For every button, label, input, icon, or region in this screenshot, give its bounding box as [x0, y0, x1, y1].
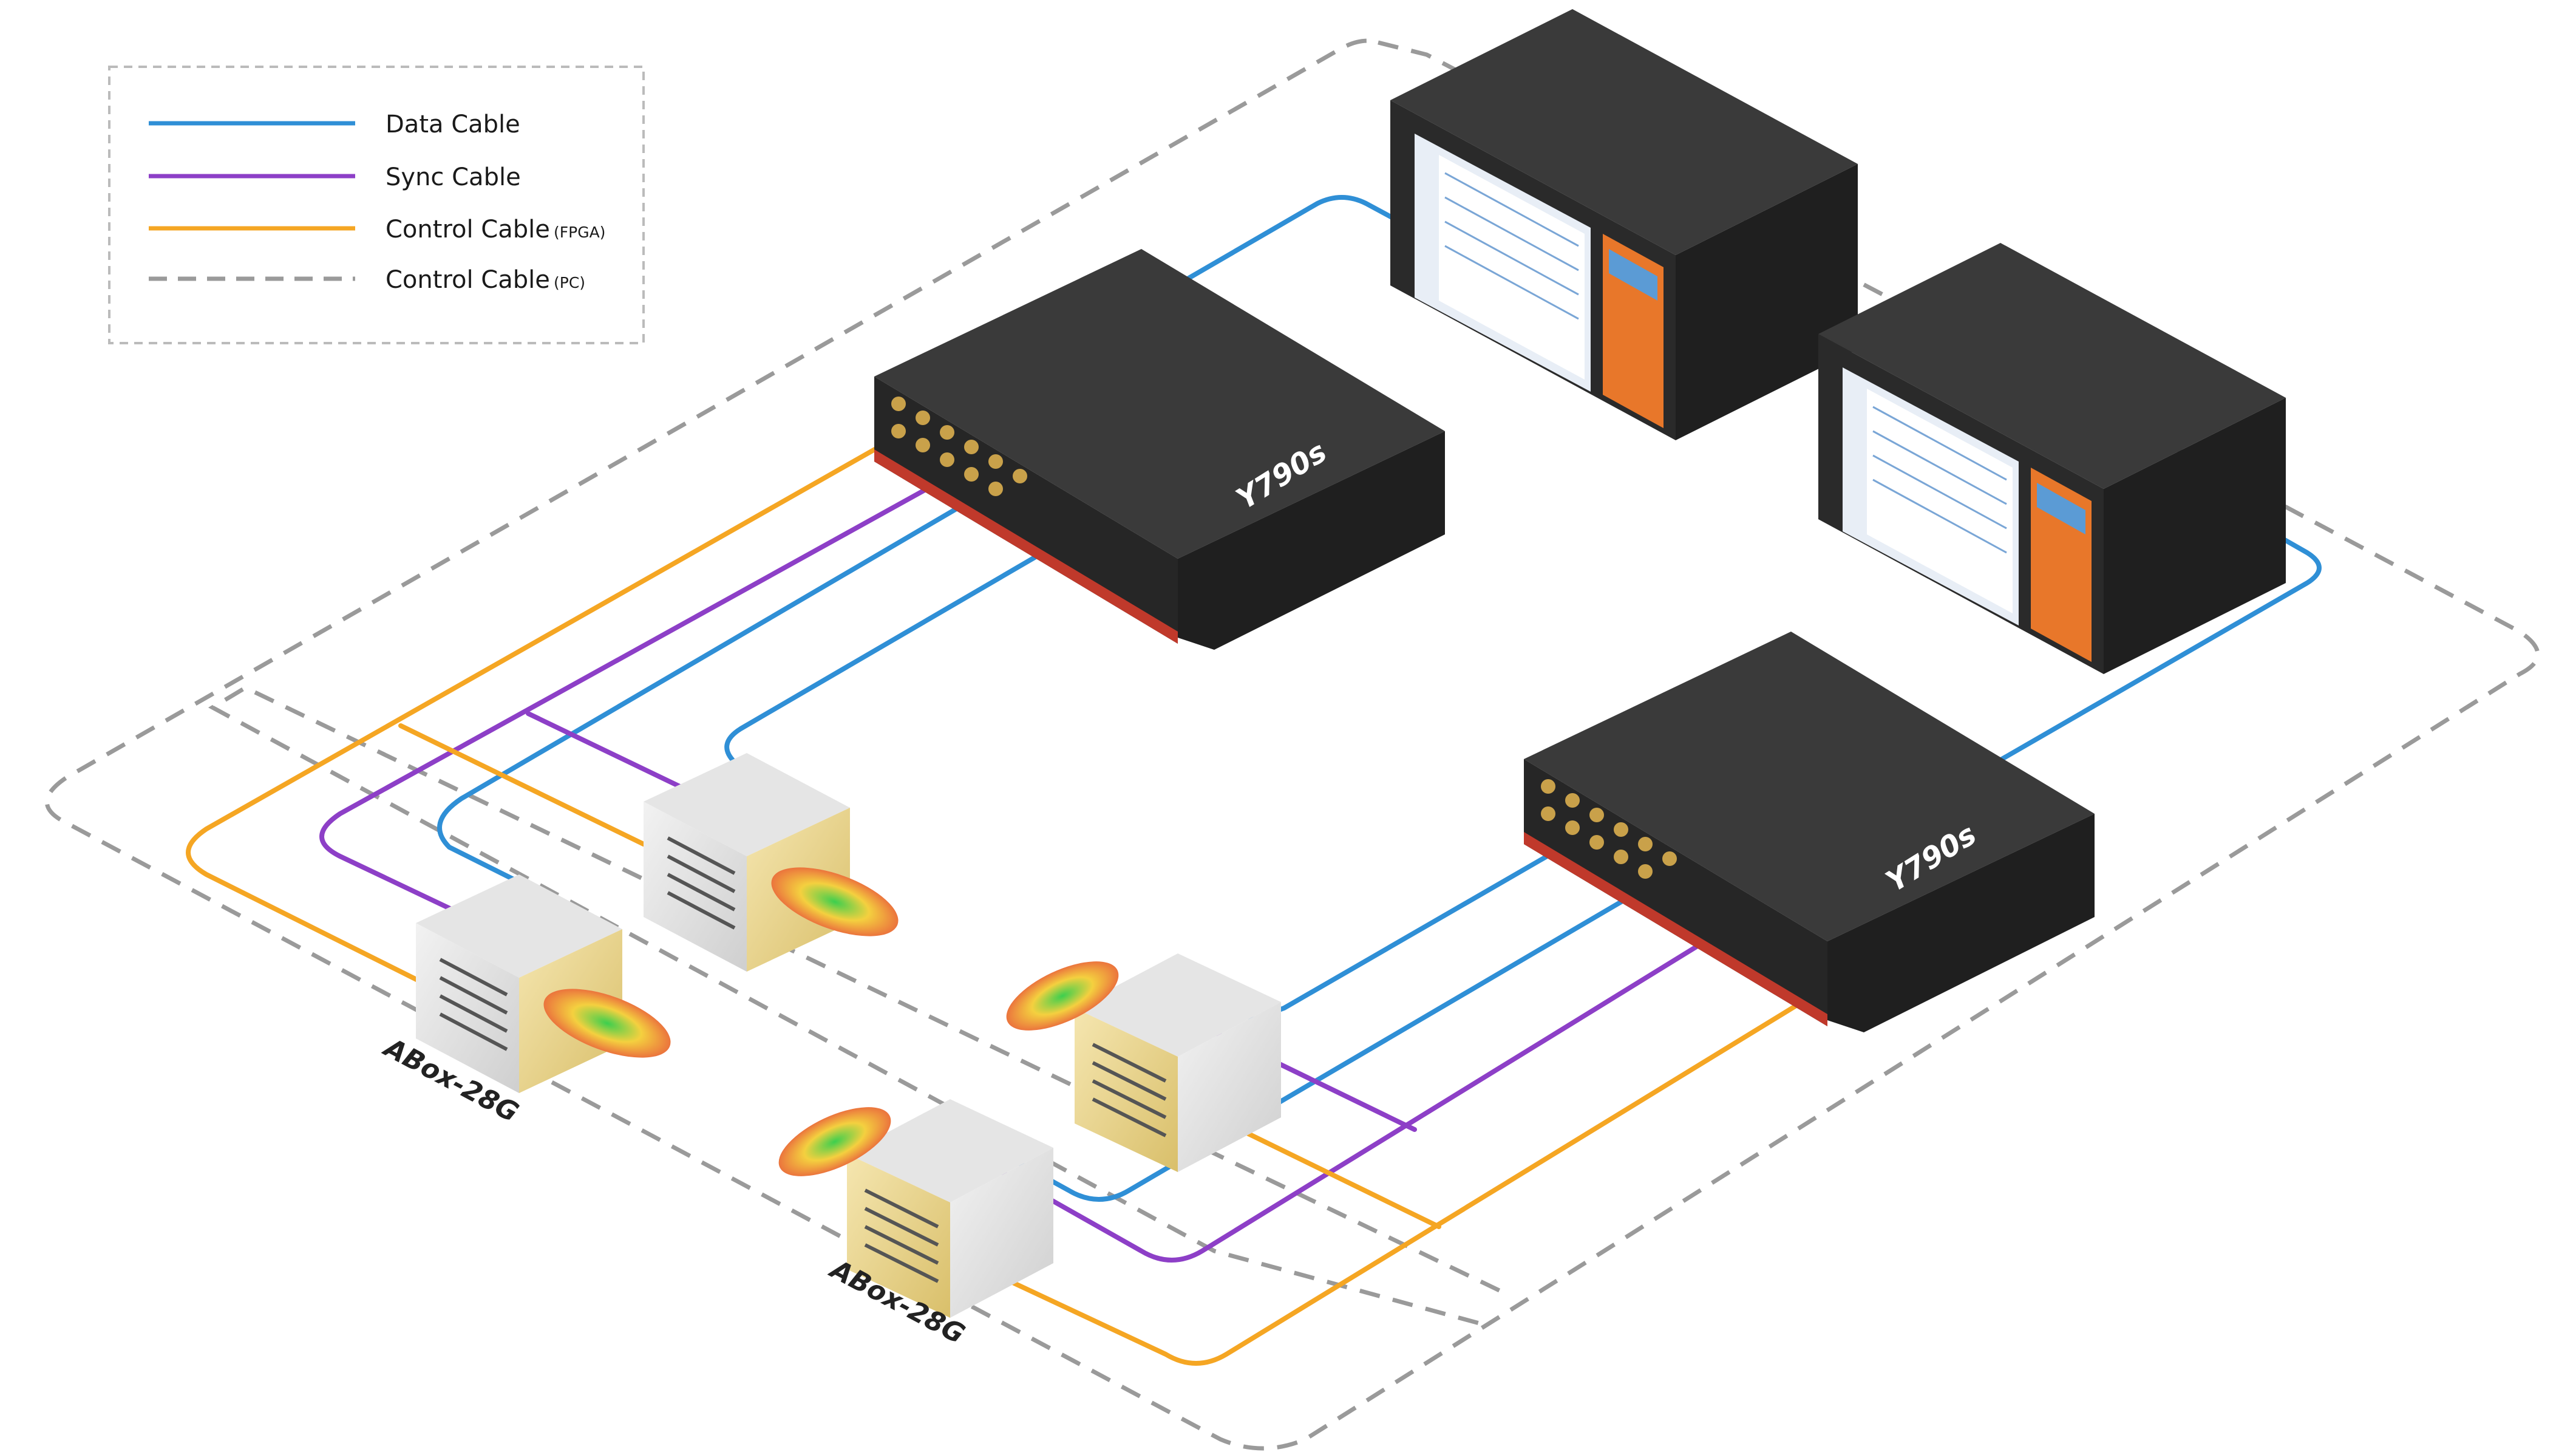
fpga-cable-y790s-right-to-abox-3 [969, 969, 1854, 1366]
legend-label: Control Cable [386, 266, 550, 294]
abox-unit-front-right[interactable] [769, 1093, 1053, 1318]
host-computer-left[interactable] [1390, 9, 1858, 440]
y790s-front-stripe [874, 449, 1178, 644]
legend-item-data-cable: Data Cable [149, 111, 520, 138]
abox-top [847, 1099, 1053, 1202]
abox-vent [1092, 1043, 1167, 1137]
host-top [1818, 243, 2286, 489]
host-screen-panel [1439, 155, 1585, 380]
y790s-right[interactable]: Y790s [1524, 632, 2095, 1032]
data-cable-y790s-left-to-abox-2 [724, 544, 1056, 792]
legend: Data Cable Sync Cable Control Cable (FPG… [108, 66, 645, 344]
host-side [1676, 164, 1858, 440]
fpga-cable-y790s-left-to-abox-2 [398, 723, 646, 847]
abox-vent [439, 958, 508, 1051]
beam-icon [543, 989, 671, 1058]
legend-item-control-fpga: Control Cable (FPGA) [149, 216, 605, 244]
host-top [1390, 9, 1858, 255]
host-lcd [1609, 249, 1657, 301]
abox-vent [864, 1188, 939, 1283]
abox-front [950, 1148, 1053, 1318]
data-cable-y790s-right-to-abox-4 [1005, 878, 1660, 1202]
legend-frame [108, 66, 645, 344]
y790s-side [1178, 431, 1445, 650]
abox-top [416, 874, 622, 978]
host-computer-right[interactable] [1818, 243, 2286, 674]
y790s-connectors [891, 397, 1027, 496]
y790s-connectors [1541, 779, 1677, 879]
y790s-front-stripe [1524, 832, 1827, 1026]
sync-cable-y790s-left-to-abox-2 [526, 711, 688, 792]
y790s-left[interactable]: Y790s [874, 249, 1445, 650]
abox-unit-back-right[interactable] [997, 947, 1281, 1172]
beam-icon [771, 867, 899, 936]
abox-top [1075, 953, 1281, 1057]
abox-vent [667, 836, 736, 930]
abox-front [1178, 1002, 1281, 1172]
host-screen-panel [1867, 389, 2013, 613]
host-lcd [2037, 483, 2085, 534]
abox-top [644, 753, 850, 856]
y790s-top [874, 249, 1445, 559]
legend-sublabel: (FPGA) [554, 223, 605, 241]
legend-item-control-pc: Control Cable (PC) [149, 266, 585, 294]
sync-cable-y790s-right-to-abox-3 [999, 908, 1757, 1263]
data-cable-y790s-left-to-abox-1 [437, 483, 998, 883]
beam-icon [1006, 961, 1119, 1031]
y790s-side [1827, 814, 2095, 1032]
legend-sublabel: (PC) [554, 274, 585, 291]
fpga-cable-y790s-left-to-abox-1 [186, 420, 925, 983]
host-side [2104, 398, 2286, 674]
legend-label: Data Cable [386, 111, 520, 138]
abox-front [416, 923, 519, 1093]
abox-unit-back-left[interactable] [644, 753, 907, 972]
y790s-front [874, 377, 1178, 644]
host-screen-lines [1872, 406, 2007, 554]
data-cable-host-to-y790s-left [1163, 195, 1399, 294]
y790s-top [1524, 632, 2095, 941]
data-cable-y790s-right-to-abox-3 [1248, 836, 1581, 1023]
data-cable-host-to-y790s-right [1989, 526, 2322, 768]
legend-label: Sync Cable [386, 163, 521, 191]
abox-unit-front-left[interactable] [416, 874, 679, 1093]
y790s-front [1524, 759, 1827, 1026]
legend-item-sync-cable: Sync Cable [149, 163, 521, 191]
legend-label: Control Cable [386, 216, 550, 244]
beam-icon [778, 1107, 891, 1176]
control-cables-fpga [186, 420, 1854, 1366]
sync-cable-y790s-left-to-abox-1 [319, 465, 968, 916]
abox-front [644, 802, 747, 972]
host-screen-lines [1444, 172, 1579, 320]
